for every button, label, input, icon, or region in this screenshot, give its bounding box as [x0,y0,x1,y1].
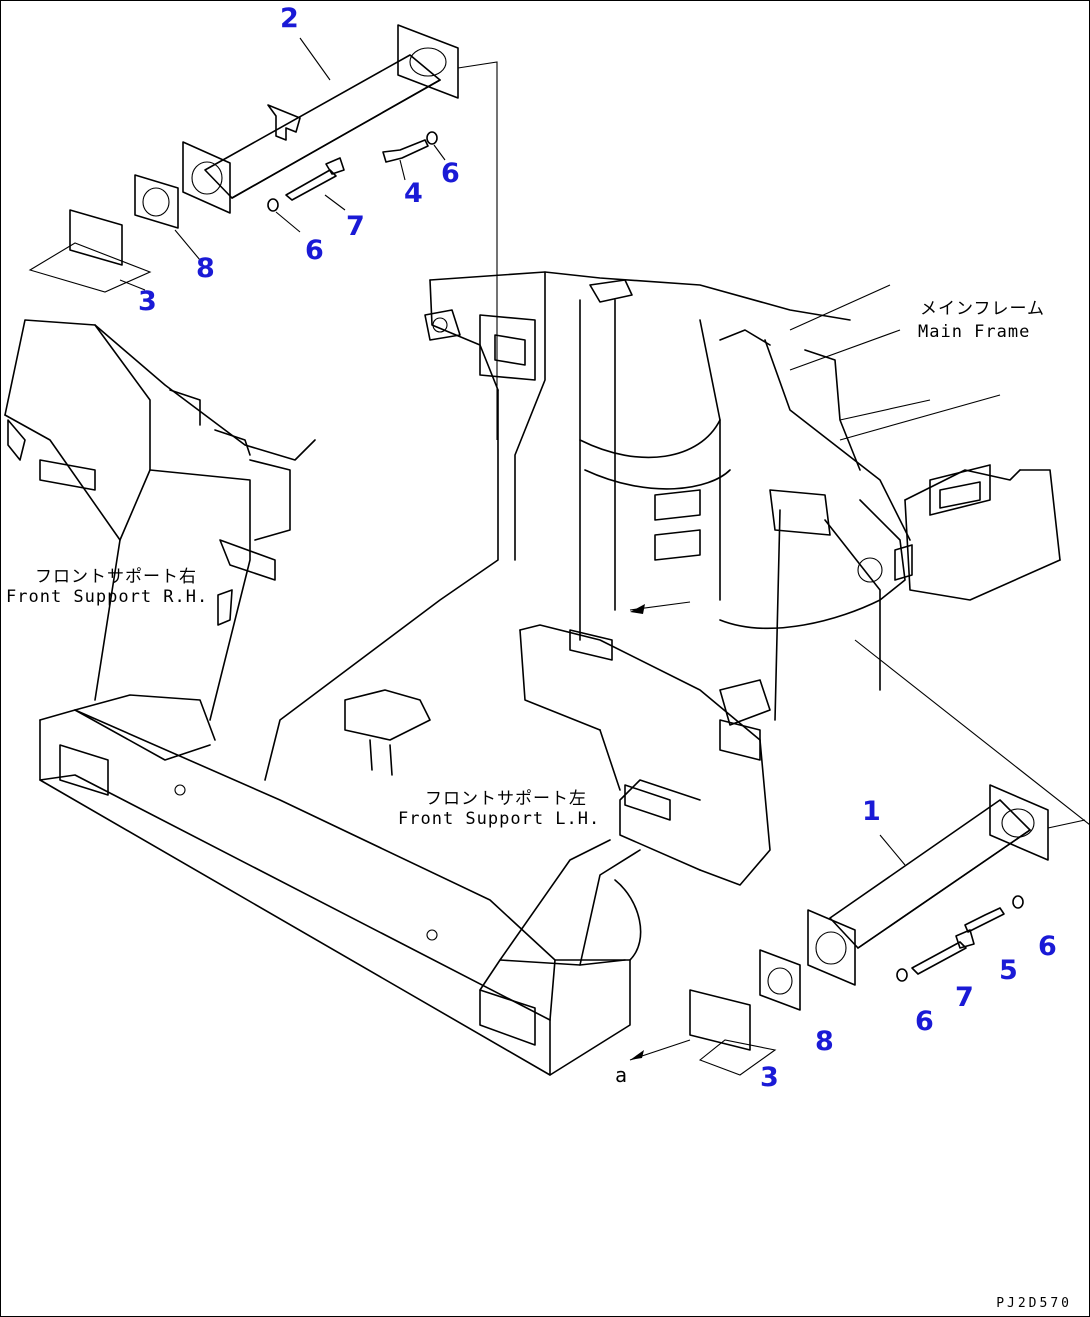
front-support-rh [4,319,316,721]
main-frame-label-en: Main Frame [918,322,1031,342]
callout-4: 4 [404,178,423,209]
drawing-code: PJ2D570 [996,1296,1072,1311]
front-support-lh [344,599,881,991]
front-support-rh-label-en: Front Support R.H. [6,587,209,607]
callout-3-upper: 3 [138,286,157,317]
callout-6-lower-left: 6 [915,1006,934,1037]
lower-tube-assembly [629,601,1090,1076]
callout-7-upper: 7 [346,211,365,242]
front-support-rh-label-jp: フロントサポート右 [35,567,197,587]
callout-3-lower: 3 [760,1062,779,1093]
main-frame-body [264,271,1061,781]
callout-7-lower: 7 [955,982,974,1013]
reference-mark-a: a [615,1063,629,1087]
callout-6-lower-right: 6 [1038,931,1057,962]
upper-tube-assembly [28,24,498,440]
callout-8-lower: 8 [815,1026,834,1057]
front-support-lh-label-jp: フロントサポート左 [425,789,587,809]
callout-6-upper-left: 6 [305,235,324,266]
main-frame-label-jp: メインフレーム [920,299,1045,319]
front-support-lh-label-en: Front Support L.H. [398,809,601,829]
callout-2: 2 [280,3,299,34]
callout-6-upper-right: 6 [441,158,460,189]
front-crossbeam [39,694,631,1076]
callout-8-upper: 8 [196,253,215,284]
callout-5: 5 [999,955,1018,986]
callout-1: 1 [862,796,881,827]
